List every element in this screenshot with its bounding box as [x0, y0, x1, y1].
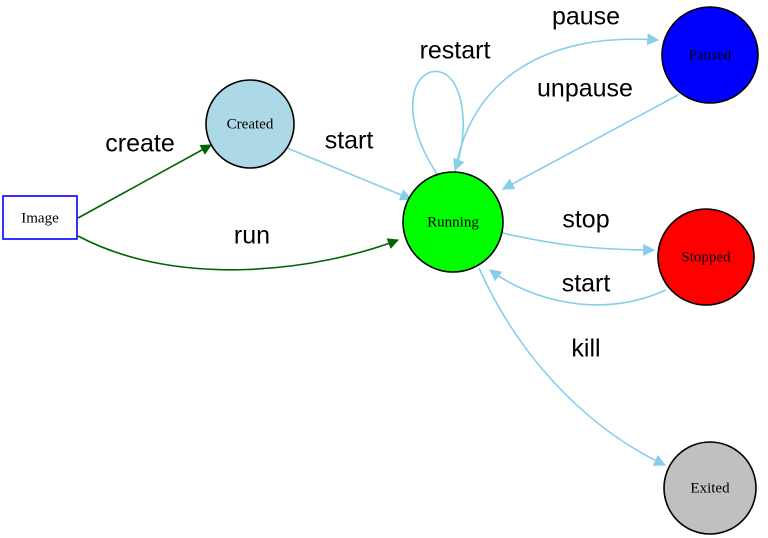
edge-unpause-label: unpause: [537, 75, 633, 103]
node-stopped[interactable]: Stopped: [657, 208, 755, 306]
edge-start-stopped[interactable]: start: [489, 269, 667, 306]
node-created-label: Created: [227, 116, 274, 132]
node-stopped-shape: [657, 208, 755, 306]
node-stopped-label: Stopped: [681, 249, 731, 265]
edge-run[interactable]: run: [77, 222, 400, 271]
edge-create[interactable]: create: [77, 130, 212, 219]
node-running-shape: [402, 171, 504, 273]
edge-run-label: run: [234, 222, 270, 250]
node-paused-shape: [661, 6, 759, 104]
edge-unpause[interactable]: unpause: [501, 75, 679, 190]
node-created-shape: [205, 79, 295, 169]
edge-pause[interactable]: pause: [454, 3, 660, 173]
edge-stop[interactable]: stop: [501, 206, 656, 256]
edge-kill-path: [478, 267, 667, 466]
node-running[interactable]: Running: [402, 171, 504, 273]
node-image-shape: [2, 195, 78, 240]
edge-pause-path: [454, 33, 660, 173]
node-image-label: Image: [21, 210, 59, 226]
node-paused-label: Paused: [689, 47, 732, 63]
edge-start-stopped-label: start: [562, 270, 611, 298]
edge-stop-label: stop: [562, 206, 609, 234]
node-exited[interactable]: Exited: [663, 441, 757, 535]
edge-start-created-path: [286, 147, 413, 201]
node-image[interactable]: Image: [2, 195, 78, 240]
node-paused[interactable]: Paused: [661, 6, 759, 104]
edge-restart-path: [412, 70, 465, 175]
edge-stop-path: [501, 232, 656, 256]
edge-restart[interactable]: restart: [412, 37, 491, 175]
edge-pause-label: pause: [552, 3, 620, 31]
edge-start-created[interactable]: start: [286, 127, 413, 201]
edge-restart-label: restart: [420, 37, 491, 65]
node-exited-shape: [663, 441, 757, 535]
edge-kill[interactable]: kill: [478, 267, 667, 466]
node-exited-label: Exited: [690, 480, 730, 496]
edge-run-path: [77, 235, 400, 271]
node-running-label: Running: [427, 214, 479, 230]
edge-create-path: [77, 144, 212, 219]
node-created[interactable]: Created: [205, 79, 295, 169]
edge-start-created-label: start: [325, 127, 374, 155]
edge-start-stopped-path: [489, 269, 667, 306]
edge-create-label: create: [105, 130, 174, 158]
edge-unpause-path: [501, 94, 679, 190]
edge-kill-label: kill: [571, 335, 600, 363]
